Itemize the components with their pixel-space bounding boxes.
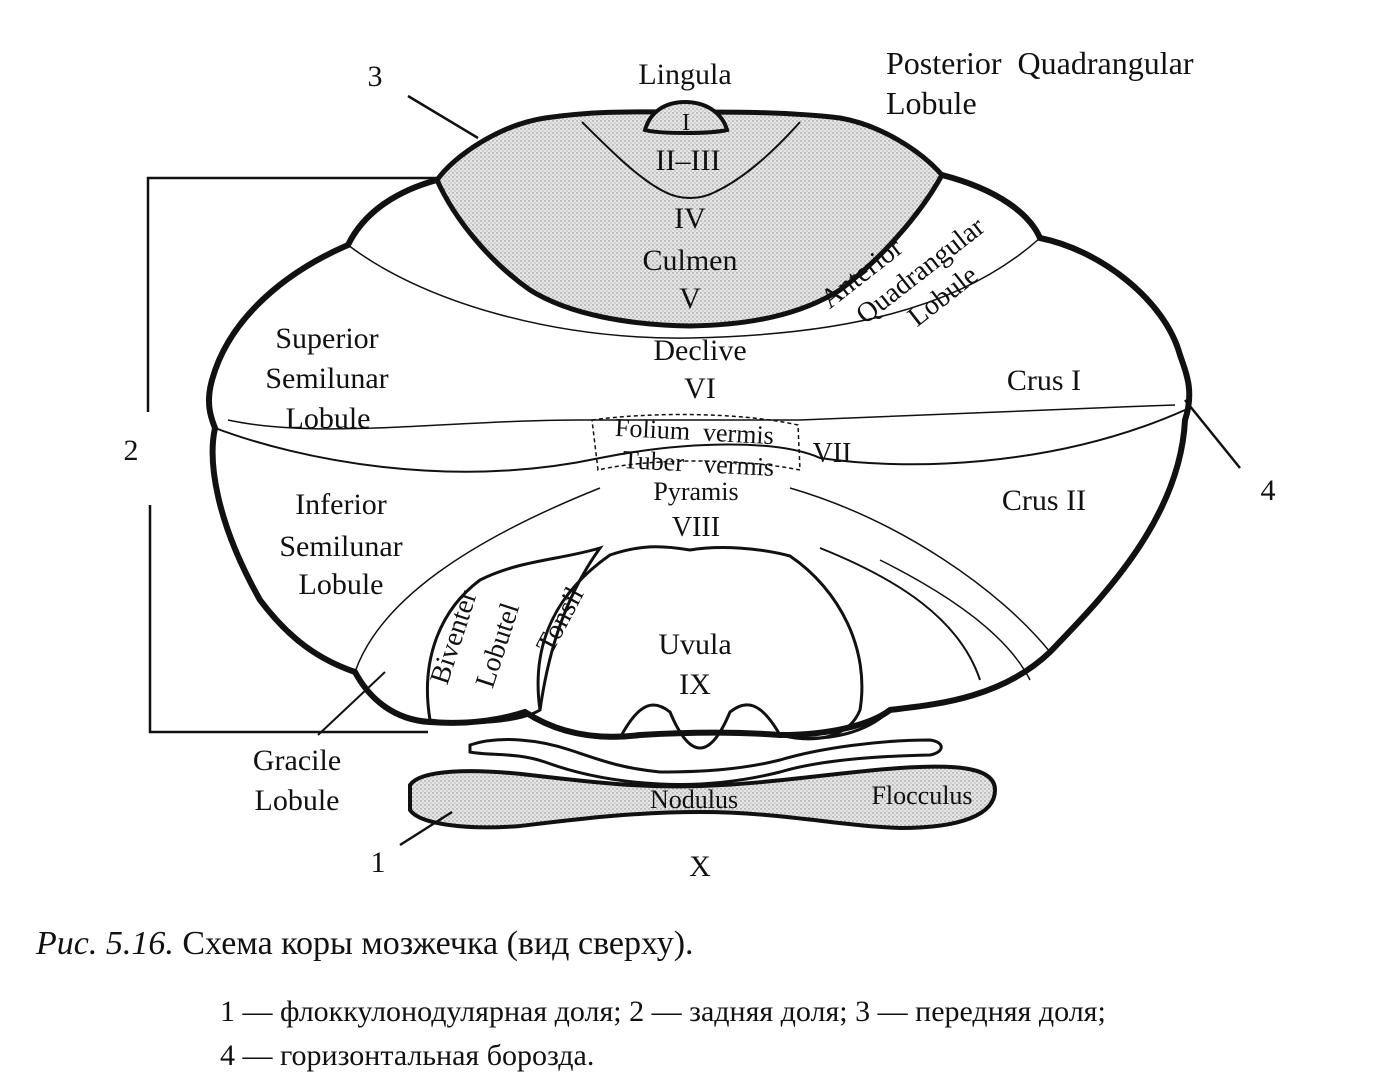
lateral-curve-right	[819, 547, 981, 681]
declive-boundary	[227, 404, 1176, 430]
label-superior-semilunar-1: Superior	[275, 322, 378, 355]
label-crus-ii: Crus II	[1002, 484, 1086, 517]
label-roman-x: X	[689, 850, 711, 883]
label-crus-i: Crus I	[1007, 364, 1081, 397]
marker-3: 3	[368, 60, 383, 93]
cerebellum-diagram: Lingula I II–III IV Culmen V Posterior Q…	[124, 45, 1276, 883]
lateral-curve-right-2	[879, 559, 1031, 681]
label-uvula: Uvula	[658, 628, 731, 661]
label-roman-iv: IV	[674, 202, 706, 235]
posterior-lobe-bracket	[146, 176, 437, 412]
label-gracile-2: Lobule	[255, 784, 340, 817]
label-roman-i: I	[682, 110, 690, 136]
label-lobutel: Lobutel	[470, 599, 526, 692]
label-tonsil: Tonsil	[530, 582, 590, 658]
pyramis-boundary-left	[354, 487, 601, 673]
label-gracile-1: Gracile	[253, 744, 341, 777]
caption-legend-line-1: 1 — флоккулонодулярная доля; 2 — задняя …	[220, 995, 1106, 1028]
marker-2: 2	[124, 434, 139, 467]
horizontal-fissure	[214, 409, 1186, 473]
gracile-leader	[317, 671, 386, 736]
label-nodulus: Nodulus	[650, 785, 738, 814]
caption-legend-line-2: 4 — горизонтальная борозда.	[220, 1039, 595, 1072]
marker-3-leader	[407, 94, 479, 140]
label-flocculus: Flocculus	[871, 781, 972, 810]
label-roman-ix: IX	[679, 668, 711, 701]
label-inferior-semilunar-3: Lobule	[299, 568, 384, 601]
marker-1: 1	[371, 846, 386, 879]
pyramis-boundary-right	[789, 487, 1051, 653]
anterior-lobe-region	[434, 109, 946, 329]
lobule-ii-iii-boundary	[581, 121, 801, 199]
posterior-lobe-bracket-lower	[148, 505, 428, 734]
label-lingula: Lingula	[638, 58, 731, 91]
folium-tuber-boundary	[591, 413, 801, 471]
label-posterior-quadrangular-2: Lobule	[886, 85, 977, 121]
label-culmen: Culmen	[643, 244, 738, 277]
caption-title: Схема коры мозжечка (вид сверху).	[182, 925, 694, 962]
label-roman-vi: VI	[684, 372, 716, 405]
cerebellum-outline	[206, 172, 1193, 740]
flocculonodular-lobe	[408, 764, 998, 831]
marker-4-leader	[1184, 399, 1241, 469]
label-inferior-semilunar-1: Inferior	[295, 488, 387, 521]
tonsil-shape	[536, 545, 864, 741]
label-superior-semilunar-3: Lobule	[286, 402, 371, 435]
figure-caption: Рис. 5.16. Схема коры мозжечка (вид свер…	[36, 922, 1376, 966]
biventer-lobule-shape	[425, 545, 604, 725]
label-superior-semilunar-2: Semilunar	[265, 362, 388, 395]
label-roman-v: V	[679, 282, 701, 315]
label-declive: Declive	[653, 334, 746, 367]
label-posterior-quadrangular-1: Posterior Quadrangular	[886, 45, 1194, 81]
label-folium-vermis: Folium vermis	[614, 413, 774, 450]
label-pyramis: Pyramis	[653, 477, 738, 506]
marker-4: 4	[1261, 474, 1276, 507]
label-roman-vii: VII	[813, 438, 852, 469]
uvula-base	[468, 738, 943, 786]
label-roman-viii: VIII	[672, 512, 720, 543]
marker-1-leader	[399, 810, 453, 847]
label-roman-ii-iii: II–III	[656, 144, 721, 177]
uvula-shape	[524, 703, 892, 750]
anterior-quadrangular-boundary	[347, 237, 1041, 339]
label-inferior-semilunar-2: Semilunar	[279, 530, 402, 563]
caption-number: Рис. 5.16.	[36, 925, 174, 962]
lingula-shape	[642, 99, 730, 135]
